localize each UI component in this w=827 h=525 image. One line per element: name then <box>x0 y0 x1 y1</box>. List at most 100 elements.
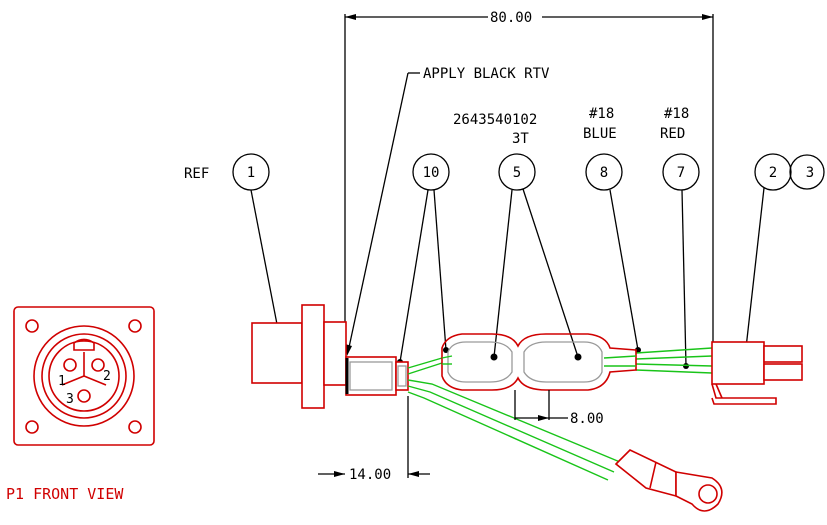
leader-5b-dot <box>574 353 582 361</box>
leader-2 <box>745 187 765 349</box>
boot-spacing-label: 8.00 <box>570 411 604 427</box>
balloon-3-circle <box>789 154 825 190</box>
balloon-10: 10 <box>412 153 450 191</box>
leader-8 <box>609 189 639 351</box>
jacket-sleeve-2 <box>395 361 409 391</box>
balloon-7-circle <box>662 153 700 191</box>
balloon-8: 8 <box>585 153 623 191</box>
balloon-5-number: 5 <box>513 165 521 181</box>
splice-boots <box>441 333 637 391</box>
balloon-3-number: 3 <box>806 165 814 181</box>
jacket-sleeve-1 <box>345 356 397 396</box>
balloon-7: 7 <box>662 153 700 191</box>
front-flange <box>13 306 155 446</box>
balloon-1: 1 <box>232 153 270 191</box>
jacket-inner-2 <box>397 365 407 387</box>
front-view-caption: P1 FRONT VIEW <box>6 485 124 503</box>
leader-5a-dot <box>490 353 498 361</box>
wire-main-1a <box>407 357 443 369</box>
leader-10b-dot <box>443 347 449 353</box>
wires <box>407 347 713 481</box>
leader-10a <box>399 189 429 363</box>
balloon-3: 3 <box>789 154 825 190</box>
wire-branch-c <box>407 391 609 481</box>
connector-rear <box>323 321 347 386</box>
wire-blue-color-label: BLUE <box>583 126 617 142</box>
balloon-2-circle <box>754 153 792 191</box>
splice-boot-inner-left <box>447 341 513 383</box>
splice-boot-inner-right <box>523 341 603 383</box>
ring-terminal-barrel <box>614 449 677 498</box>
part-number-label: 2643540102 <box>453 112 537 128</box>
rtv-note-text: APPLY BLACK RTV <box>423 66 550 82</box>
pin-2-label: 2 <box>103 369 111 384</box>
ring-terminal-hole <box>698 484 718 504</box>
right-connector-housing <box>711 341 765 385</box>
insert-divider-b <box>83 375 107 386</box>
jacket-section <box>345 356 409 396</box>
jacket-inner-1 <box>349 361 393 391</box>
rtv-leader <box>347 72 409 353</box>
overall-dimension: 80.00 <box>344 10 714 358</box>
boot-wire-c <box>603 355 637 359</box>
mount-hole-tr <box>128 319 142 333</box>
balloon-5-circle <box>498 153 536 191</box>
connector-body <box>251 322 303 384</box>
rtv-note: APPLY BLACK RTV <box>345 66 550 356</box>
right-connector-pin-top <box>763 345 803 363</box>
right-connector-pin-bottom <box>763 363 803 381</box>
dim14-arrow-left <box>334 471 345 477</box>
balloon-10-circle <box>412 153 450 191</box>
right-connector <box>711 341 803 405</box>
p1-connector-side <box>251 304 347 409</box>
wire-out-1b <box>635 355 713 360</box>
insert-divider-a <box>61 375 85 386</box>
front-keyway <box>73 338 95 351</box>
connector-flange <box>301 304 325 409</box>
mount-hole-bl <box>25 420 39 434</box>
wire-blue-gauge-label: #18 <box>589 106 614 122</box>
wire-out-1d <box>635 369 713 374</box>
leader-10b <box>433 189 447 351</box>
mount-hole-tl <box>25 319 39 333</box>
wire-out-1a <box>635 347 713 354</box>
wire-out-1c <box>635 363 713 367</box>
pin-2-socket <box>91 358 105 372</box>
wire-branch-a <box>407 379 621 463</box>
balloon-8-number: 8 <box>600 165 608 181</box>
right-connector-latch-line <box>715 383 723 399</box>
splice-boot-outline <box>441 333 637 391</box>
front-mid-ring <box>41 333 127 419</box>
wire-red-color-label: RED <box>660 126 685 142</box>
leader-7 <box>681 189 687 367</box>
mount-hole-br <box>128 420 142 434</box>
wire-red-gauge-label: #18 <box>664 106 689 122</box>
dim14-arrow-right <box>408 471 419 477</box>
breakout-dimension: 14.00 <box>318 396 430 483</box>
pin-3-socket <box>77 389 91 403</box>
balloon-1-number: 1 <box>247 165 255 181</box>
balloon-7-number: 7 <box>677 165 685 181</box>
balloon-2-number: 2 <box>769 165 777 181</box>
overall-length-label: 80.00 <box>490 10 532 26</box>
breakout-label: 14.00 <box>349 467 391 483</box>
wire-main-1b <box>407 362 443 375</box>
front-outer-ring <box>33 325 135 427</box>
ref-label: REF <box>184 166 209 182</box>
leader-5a <box>493 189 513 358</box>
boot-wire-a <box>441 355 453 359</box>
balloon-2: 2 <box>754 153 792 191</box>
pin-1-socket <box>63 358 77 372</box>
pin-3-label: 3 <box>66 392 74 407</box>
right-connector-latch <box>711 383 777 405</box>
balloon-5: 5 <box>498 153 536 191</box>
dim8-arrow <box>538 415 549 421</box>
leader-5b <box>522 188 579 358</box>
balloon-10-number: 10 <box>423 165 440 181</box>
ring-terminal-crimp <box>649 461 657 489</box>
p1-front-view: 1 2 3 <box>13 306 155 446</box>
dim-arrow-right <box>702 14 713 20</box>
wire-branch-b <box>407 385 615 473</box>
dim-arrow-left <box>345 14 356 20</box>
